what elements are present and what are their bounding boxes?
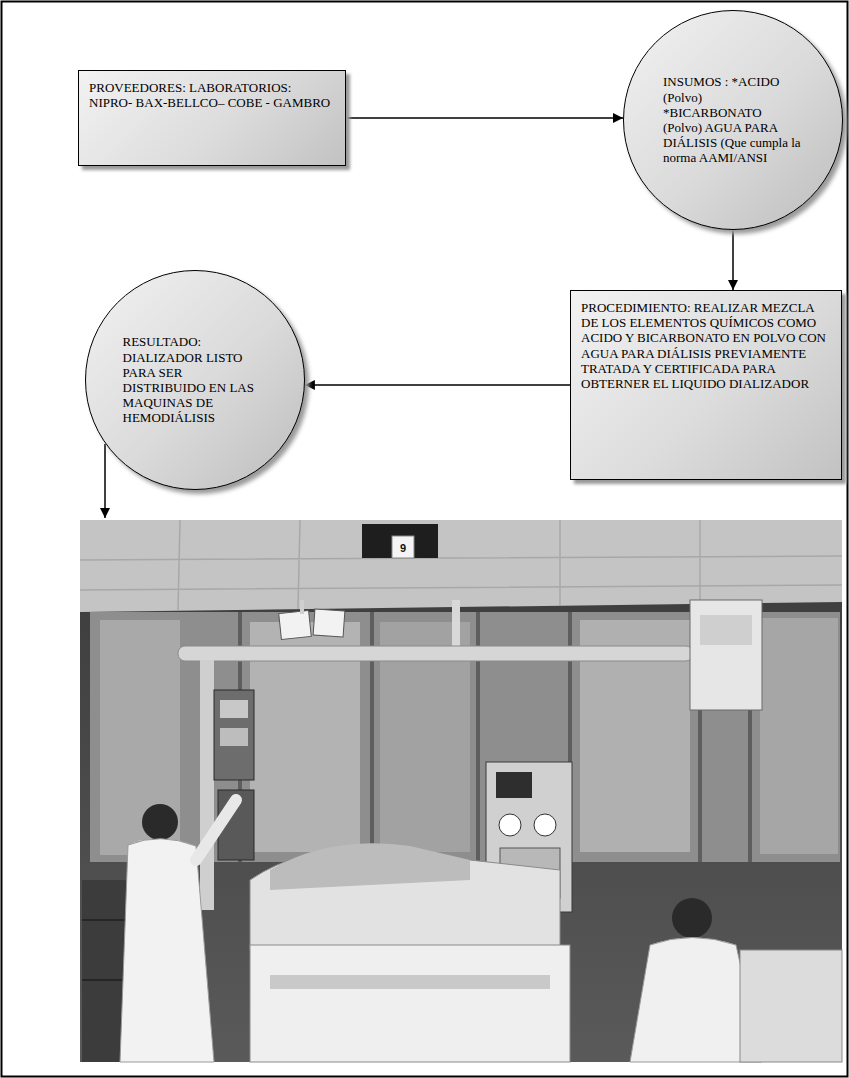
node-text: INSUMOS : *ACIDO (Polvo) *BICARBONATO (P… bbox=[663, 74, 803, 165]
room-sign-number: 9 bbox=[392, 542, 414, 555]
node-text: PROVEEDORES: LABORATORIOS: NIPRO- BAX-BE… bbox=[89, 80, 335, 110]
hemodialysis-room-photo bbox=[80, 520, 842, 1062]
node-text: PROCEDIMIENTO: REALIZAR MEZCLA DE LOS EL… bbox=[581, 300, 831, 391]
flow-arrow bbox=[732, 230, 734, 290]
supplies-circle: INSUMOS : *ACIDO (Polvo) *BICARBONATO (P… bbox=[623, 10, 843, 230]
supplier-box: PROVEEDORES: LABORATORIOS: NIPRO- BAX-BE… bbox=[78, 70, 346, 166]
procedure-box: PROCEDIMIENTO: REALIZAR MEZCLA DE LOS EL… bbox=[570, 290, 842, 480]
circle-outline bbox=[85, 270, 305, 490]
flow-arrow bbox=[346, 117, 623, 119]
node-text: RESULTADO: DIALIZADOR LISTO PARA SER DIS… bbox=[123, 334, 268, 425]
flow-arrow bbox=[305, 384, 570, 386]
text-area: INSUMOS : *ACIDO (Polvo) *BICARBONATO (P… bbox=[663, 74, 803, 165]
circle-outline bbox=[623, 10, 843, 230]
leader-arrow bbox=[104, 444, 106, 518]
result-circle: RESULTADO: DIALIZADOR LISTO PARA SER DIS… bbox=[85, 270, 305, 490]
text-area: RESULTADO: DIALIZADOR LISTO PARA SER DIS… bbox=[123, 334, 268, 425]
